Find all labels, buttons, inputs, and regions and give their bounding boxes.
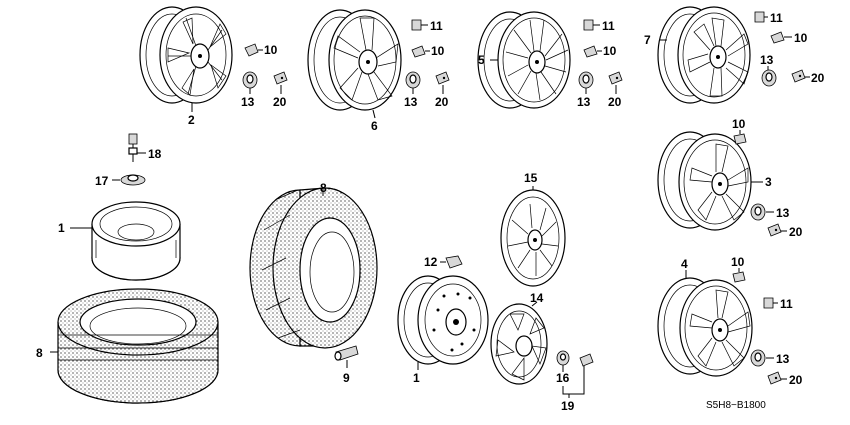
callout-7: 7 bbox=[644, 33, 651, 47]
lug-nut-icon bbox=[750, 349, 766, 367]
valve-stem-9[interactable] bbox=[334, 345, 359, 361]
balance-weight-icon bbox=[583, 45, 598, 58]
callout-2: 2 bbox=[188, 113, 195, 127]
lug-nut-icon bbox=[578, 71, 594, 89]
callout-20b: 20 bbox=[435, 95, 449, 109]
callout-6: 6 bbox=[371, 119, 378, 133]
callout-10e: 10 bbox=[732, 117, 746, 131]
lug-nut-16[interactable] bbox=[556, 350, 570, 366]
callout-5: 5 bbox=[478, 53, 485, 67]
callout-4: 4 bbox=[681, 257, 688, 271]
valve-cap-icon bbox=[411, 19, 422, 31]
callout-19: 19 bbox=[561, 399, 575, 413]
alloy-wheel-5[interactable] bbox=[477, 11, 571, 109]
callout-16: 16 bbox=[556, 371, 570, 385]
callout-20f: 20 bbox=[789, 373, 803, 387]
wheel-cover-15[interactable] bbox=[500, 189, 566, 287]
callout-3: 3 bbox=[765, 175, 772, 189]
valve-stem-icon bbox=[767, 371, 782, 385]
spare-tire-nut bbox=[120, 174, 146, 186]
valve-stem-icon bbox=[435, 71, 450, 85]
valve-cap-icon bbox=[445, 255, 463, 269]
callout-13b: 13 bbox=[404, 95, 418, 109]
balance-weight-icon bbox=[733, 133, 747, 145]
spare-tire-bolt bbox=[128, 133, 138, 162]
callout-13f: 13 bbox=[776, 352, 790, 366]
callout-15: 15 bbox=[524, 171, 538, 185]
alloy-wheel-6[interactable] bbox=[307, 9, 402, 111]
callout-11b: 11 bbox=[602, 19, 615, 33]
callout-1a: 1 bbox=[58, 221, 65, 235]
valve-cap-icon bbox=[583, 19, 594, 31]
valve-stem-icon bbox=[608, 71, 623, 85]
diagram-code: S5H8−B1800 bbox=[706, 400, 766, 411]
alloy-wheel-3[interactable] bbox=[657, 131, 752, 231]
callout-20a: 20 bbox=[273, 95, 287, 109]
valve-stem-icon bbox=[273, 71, 288, 85]
callout-13c: 13 bbox=[577, 95, 591, 109]
alloy-wheel-2[interactable] bbox=[139, 6, 233, 104]
balance-weight-icon bbox=[732, 271, 746, 283]
valve-cap-icon bbox=[754, 11, 765, 23]
alloy-wheel-4[interactable] bbox=[657, 277, 753, 377]
callout-13d: 13 bbox=[760, 53, 774, 67]
callout-10f: 10 bbox=[731, 255, 745, 269]
valve-cap-icon bbox=[763, 297, 774, 309]
callout-8a: 8 bbox=[36, 346, 43, 360]
callout-11c: 11 bbox=[770, 11, 783, 25]
callout-13e: 13 bbox=[776, 206, 790, 220]
lug-nut-icon bbox=[761, 69, 777, 87]
callout-8b: 8 bbox=[320, 181, 327, 195]
callout-11a: 11 bbox=[430, 19, 443, 33]
wheel-cover-14[interactable] bbox=[490, 303, 548, 385]
callout-9: 9 bbox=[343, 371, 350, 385]
steel-wheel-1[interactable] bbox=[397, 275, 489, 365]
lug-nut-icon bbox=[405, 71, 421, 89]
tire-left[interactable] bbox=[57, 288, 219, 404]
callout-1b: 1 bbox=[413, 371, 420, 385]
balance-weight-icon bbox=[411, 45, 426, 58]
alloy-wheel-7[interactable] bbox=[657, 6, 751, 104]
callout-12: 12 bbox=[424, 255, 438, 269]
callout-17: 17 bbox=[95, 174, 109, 188]
balance-weight-icon bbox=[244, 43, 259, 57]
valve-stem-19[interactable] bbox=[579, 353, 594, 367]
callout-20c: 20 bbox=[608, 95, 622, 109]
callout-10a: 10 bbox=[264, 43, 278, 57]
callout-13a: 13 bbox=[241, 95, 255, 109]
callout-20d: 20 bbox=[811, 71, 825, 85]
callout-11d: 11 bbox=[780, 297, 793, 311]
callout-20e: 20 bbox=[789, 225, 803, 239]
lug-nut-icon bbox=[750, 203, 766, 221]
balance-weight-icon bbox=[770, 31, 785, 44]
steel-wheel-spare[interactable] bbox=[91, 201, 181, 281]
callout-10c: 10 bbox=[603, 44, 617, 58]
callout-10b: 10 bbox=[431, 44, 445, 58]
callout-10d: 10 bbox=[794, 31, 808, 45]
tire-center[interactable] bbox=[249, 187, 378, 349]
callout-18: 18 bbox=[148, 147, 162, 161]
lug-nut-icon bbox=[242, 71, 258, 89]
valve-stem-icon bbox=[791, 69, 806, 83]
valve-stem-icon bbox=[767, 223, 782, 237]
callout-14: 14 bbox=[530, 291, 544, 305]
